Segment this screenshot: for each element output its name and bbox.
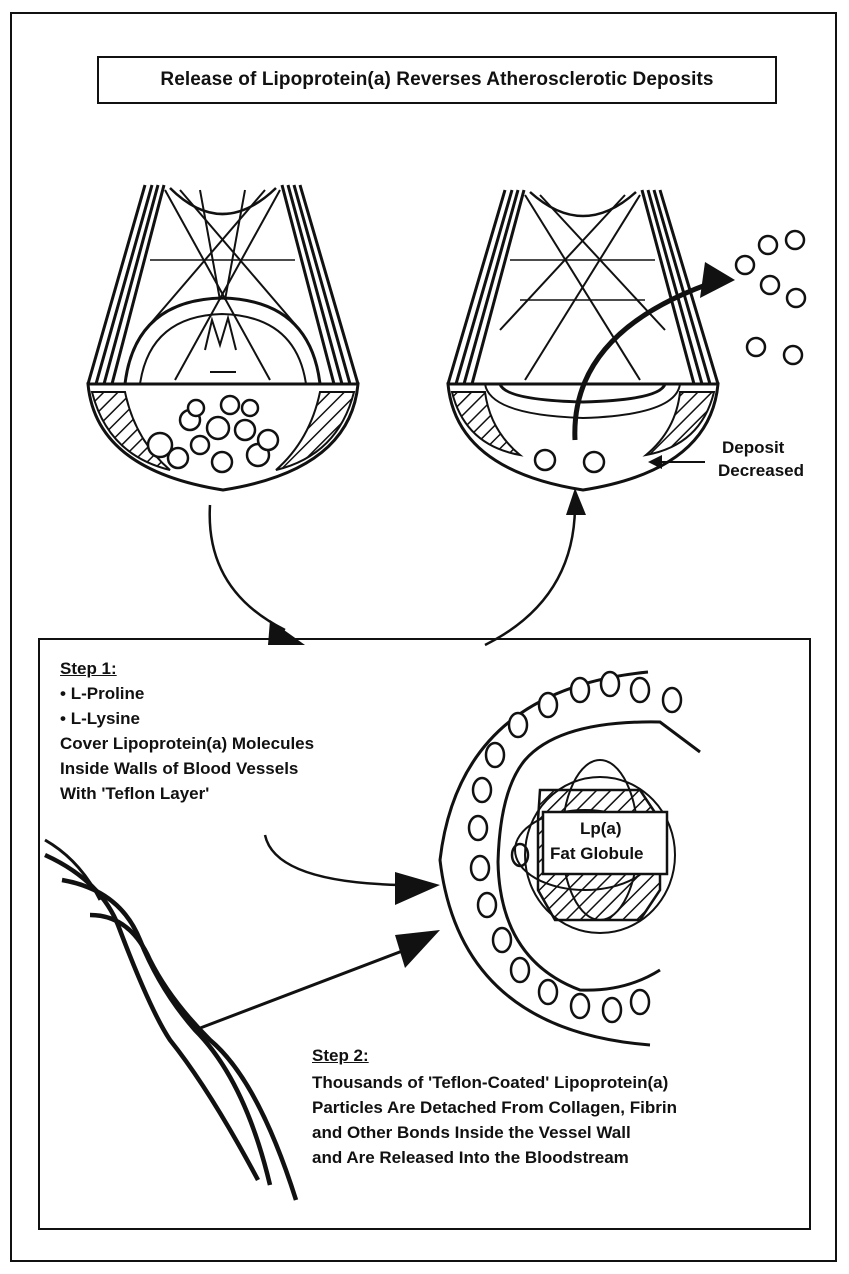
globule-label-line1: Lp(a)	[580, 818, 622, 839]
cycle-arrows	[210, 488, 586, 645]
step2-line-1: Thousands of 'Teflon-Coated' Lipoprotein…	[312, 1072, 668, 1094]
deposit-label-line2: Decreased	[718, 460, 804, 481]
globule-label-line2: Fat Globule	[550, 843, 644, 864]
step2-heading: Step 2:	[312, 1045, 369, 1067]
step1-arrow	[265, 835, 440, 905]
step1-line-2: Inside Walls of Blood Vessels	[60, 758, 298, 780]
step1-heading: Step 1:	[60, 658, 117, 680]
step2-line-3: and Other Bonds Inside the Vessel Wall	[312, 1122, 631, 1144]
deposit-label-line1: Deposit	[722, 437, 784, 458]
step2-line-4: and Are Released Into the Bloodstream	[312, 1147, 629, 1169]
step1-item-proline: L-Proline	[60, 683, 144, 705]
step2-line-2: Particles Are Detached From Collagen, Fi…	[312, 1097, 677, 1119]
step1-line-3: With 'Teflon Layer'	[60, 783, 209, 805]
step1-line-1: Cover Lipoprotein(a) Molecules	[60, 733, 314, 755]
step2-arrow	[195, 930, 440, 1030]
step1-item-lysine: L-Lysine	[60, 708, 140, 730]
vessel-with-deposits	[88, 185, 358, 490]
collagen-strands	[45, 840, 296, 1200]
